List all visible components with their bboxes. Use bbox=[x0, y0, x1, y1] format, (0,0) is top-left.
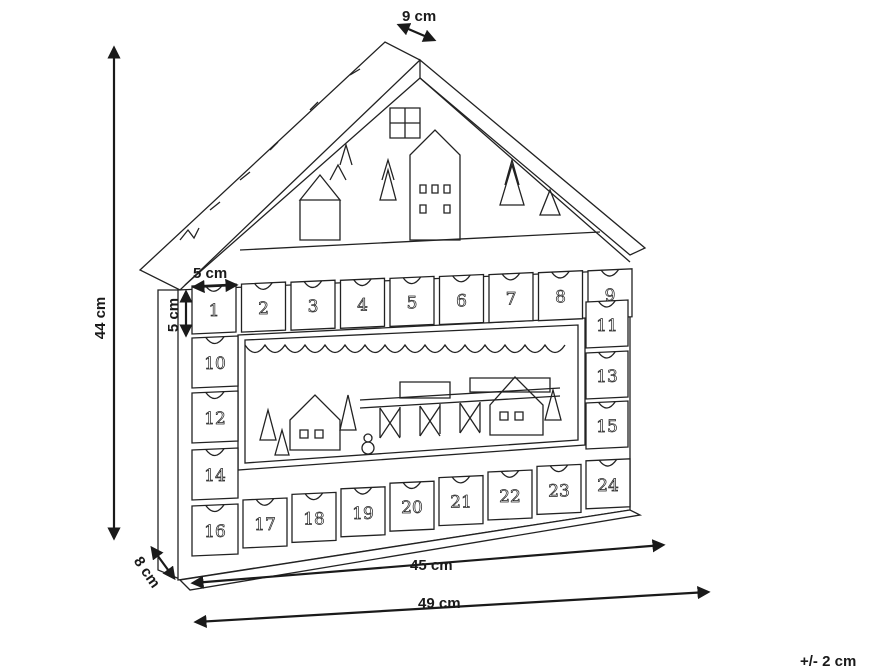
drawer-notch bbox=[598, 351, 616, 359]
drawer-front bbox=[585, 400, 629, 450]
drawer-8: 8 bbox=[537, 270, 584, 322]
drawer-24: 24 bbox=[585, 458, 631, 510]
drawer-number: 2 bbox=[258, 299, 269, 319]
drawer-number: 4 bbox=[357, 295, 368, 315]
drawer-notch bbox=[304, 492, 324, 501]
drawer-front bbox=[389, 275, 435, 328]
drawer-front bbox=[585, 458, 631, 510]
drawer-front bbox=[487, 469, 533, 521]
drawer-20: 20 bbox=[389, 480, 435, 532]
drawer-12: 12 bbox=[191, 390, 239, 444]
drawer-number: 13 bbox=[596, 367, 618, 387]
drawer-front bbox=[290, 279, 336, 331]
drawer-6: 6 bbox=[438, 273, 485, 326]
drawer-10: 10 bbox=[191, 335, 239, 389]
drawer-21: 21 bbox=[438, 474, 484, 527]
drawer-11: 11 bbox=[585, 299, 629, 349]
drawer-number: 17 bbox=[254, 515, 276, 535]
drawer-number: 12 bbox=[204, 409, 226, 429]
depth-top-label: 9 cm bbox=[402, 8, 436, 25]
drawer-front bbox=[240, 281, 287, 333]
drawer-number: 10 bbox=[204, 354, 226, 374]
drawer-front bbox=[191, 390, 239, 444]
tolerance-label: +/- 2 cm bbox=[800, 653, 856, 670]
drawer-front bbox=[585, 299, 629, 349]
drawer-19: 19 bbox=[340, 486, 386, 538]
drawer-number: 9 bbox=[605, 286, 616, 306]
drawer-18: 18 bbox=[291, 491, 337, 544]
drawer-notch bbox=[205, 448, 225, 457]
drawer-notch bbox=[598, 300, 616, 308]
drawer-number: 22 bbox=[499, 487, 521, 507]
drawer-notch bbox=[402, 276, 422, 285]
drawer-5: 5 bbox=[389, 275, 435, 328]
drawer-number: 15 bbox=[596, 417, 618, 437]
drawer-notch bbox=[254, 282, 273, 290]
drawer-number: 14 bbox=[204, 466, 226, 486]
drawer-number: 19 bbox=[352, 504, 374, 524]
inner-width-label: 45 cm bbox=[410, 557, 453, 574]
drawer-16: 16 bbox=[191, 503, 239, 557]
drawer-number: 3 bbox=[308, 297, 319, 317]
drawer-1: 1 bbox=[191, 283, 237, 335]
drawer-notch bbox=[551, 270, 570, 279]
drawer-2: 2 bbox=[240, 281, 287, 333]
drawer-7: 7 bbox=[488, 271, 534, 324]
drawer-number: 5 bbox=[407, 293, 418, 313]
drawer-notch bbox=[205, 391, 225, 400]
drawer-13: 13 bbox=[585, 350, 629, 400]
drawer-number: 21 bbox=[450, 493, 472, 513]
drawer-front bbox=[438, 273, 485, 326]
drawer-notch bbox=[353, 486, 373, 495]
dimension-lines bbox=[107, 23, 711, 628]
drawer-notch bbox=[549, 464, 569, 473]
drawer-3: 3 bbox=[290, 279, 336, 331]
drawer-front bbox=[339, 277, 386, 329]
drawer-front bbox=[537, 270, 584, 322]
drawer-notch bbox=[501, 272, 521, 281]
drawer-number: 16 bbox=[204, 522, 226, 542]
drawer-number: 20 bbox=[401, 498, 423, 518]
drawer-notch bbox=[303, 280, 323, 289]
drawer-notch bbox=[353, 278, 372, 287]
total-width-label: 49 cm bbox=[418, 595, 461, 612]
drawer-15: 15 bbox=[585, 400, 629, 450]
drawer-22: 22 bbox=[487, 469, 533, 521]
drawer-front bbox=[191, 335, 239, 389]
drawer-front bbox=[340, 486, 386, 538]
drawer-notch bbox=[600, 268, 620, 277]
drawer-14: 14 bbox=[191, 447, 239, 501]
drawer-number: 7 bbox=[506, 290, 517, 310]
drawer-height-label: 5 cm bbox=[165, 298, 182, 332]
drawer-number: 11 bbox=[596, 316, 618, 336]
drawer-notch bbox=[255, 498, 275, 506]
drawer-front bbox=[536, 463, 582, 516]
drawer-number: 24 bbox=[597, 476, 619, 496]
drawer-front bbox=[191, 447, 239, 501]
drawer-front bbox=[389, 480, 435, 532]
drawer-notch bbox=[598, 458, 618, 467]
drawer-notch bbox=[452, 274, 471, 283]
drawer-notch bbox=[205, 504, 225, 513]
drawer-number: 18 bbox=[303, 509, 325, 529]
drawer-front bbox=[488, 271, 534, 324]
drawer-front bbox=[438, 474, 484, 527]
drawer-number: 23 bbox=[548, 481, 570, 501]
drawer-notch bbox=[598, 401, 616, 409]
drawer-notch bbox=[451, 475, 471, 484]
drawer-notch bbox=[205, 336, 225, 345]
drawer-front bbox=[585, 350, 629, 400]
drawer-width-label: 5 cm bbox=[193, 265, 227, 282]
drawer-23: 23 bbox=[536, 463, 582, 516]
drawer-number: 8 bbox=[555, 288, 566, 308]
drawer-notch bbox=[500, 470, 520, 478]
drawer-number: 1 bbox=[209, 301, 220, 321]
height-label: 44 cm bbox=[92, 297, 109, 340]
drawer-notch bbox=[402, 481, 422, 490]
drawer-4: 4 bbox=[339, 277, 386, 329]
drawer-number: 6 bbox=[456, 292, 467, 312]
drawer-17: 17 bbox=[242, 497, 288, 549]
